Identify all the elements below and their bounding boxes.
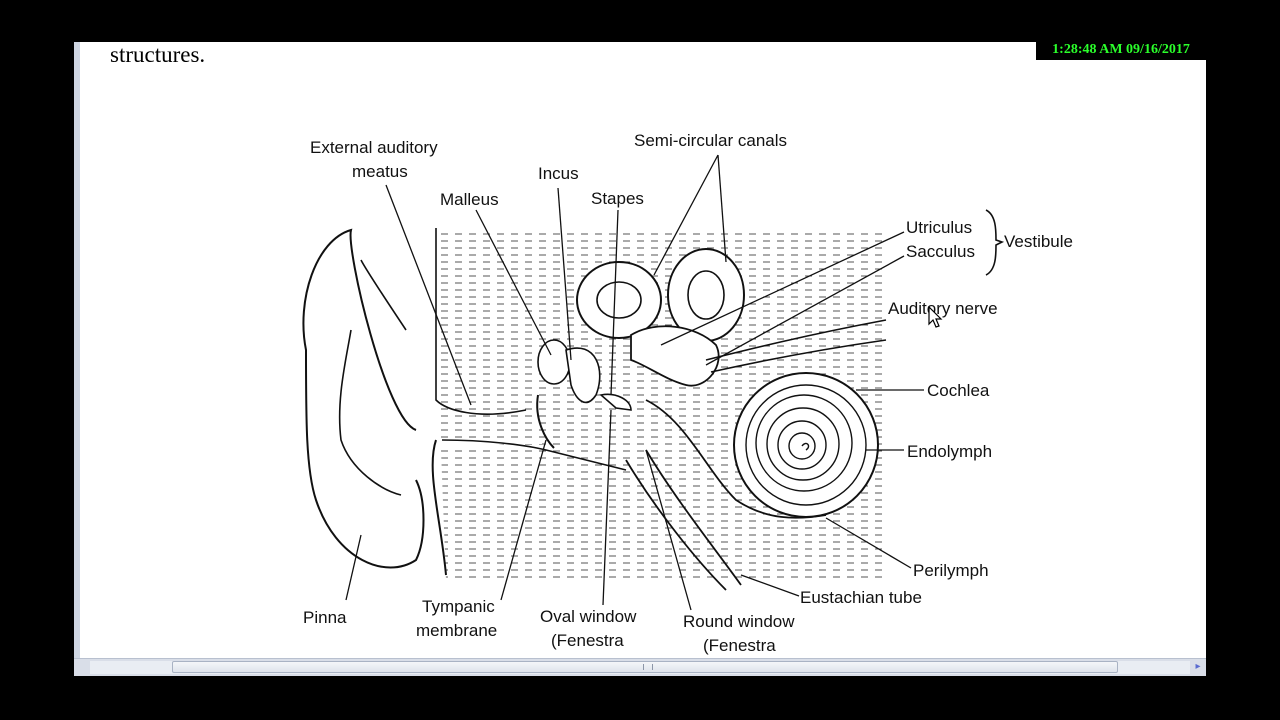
vestibule-brace [985,209,1005,276]
label-malleus: Malleus [440,190,499,209]
leader-lines [345,154,924,611]
tympanic-membrane-shape [536,394,555,449]
pinna-outline [302,228,447,576]
eustachian-tube-shape [625,449,742,591]
scroll-left-button[interactable] [74,659,90,675]
scroll-grip-icon [643,664,653,670]
label-oval-window: Oval window [540,607,637,626]
label-cochlea: Cochlea [927,381,990,400]
incus-shape [565,347,601,404]
label-round-fenestra: (Fenestra [703,636,776,655]
label-vestibule: Vestibule [1004,232,1073,251]
horizontal-scrollbar[interactable]: ▸ [74,658,1206,676]
cochlea-duct [645,399,827,519]
label-external-auditory: External auditory [310,138,438,157]
label-meatus: meatus [352,162,408,181]
label-semicircular-canals: Semi-circular canals [634,131,787,150]
label-membrane: membrane [416,621,497,640]
label-sacculus: Sacculus [906,242,975,261]
label-eustachian-tube: Eustachian tube [800,588,922,607]
stapes-shape [599,393,632,411]
label-pinna: Pinna [303,608,347,627]
label-oval-fenestra: (Fenestra [551,631,624,650]
label-incus: Incus [538,164,579,183]
label-tympanic: Tympanic [422,597,495,616]
document-page: structures. [74,42,1206,658]
label-stapes: Stapes [591,189,644,208]
label-perilymph: Perilymph [913,561,989,580]
label-auditory-nerve: Auditory nerve [888,299,998,318]
scroll-thumb[interactable] [172,661,1118,673]
malleus-shape [537,339,571,385]
label-utriculus: Utriculus [906,218,972,237]
mouse-pointer-icon [928,306,943,328]
ear-diagram: External auditory meatus Malleus Incus S… [302,131,1073,655]
label-round-window: Round window [683,612,795,631]
canal-gap [442,438,542,444]
document-text: structures. [110,42,206,67]
timestamp-overlay: 1:28:48 AM 09/16/2017 [1036,40,1206,60]
scroll-right-button[interactable]: ▸ [1195,661,1201,672]
ear-canal-top [435,228,527,415]
pinna-inner-fold [338,259,407,496]
label-endolymph: Endolymph [907,442,992,461]
